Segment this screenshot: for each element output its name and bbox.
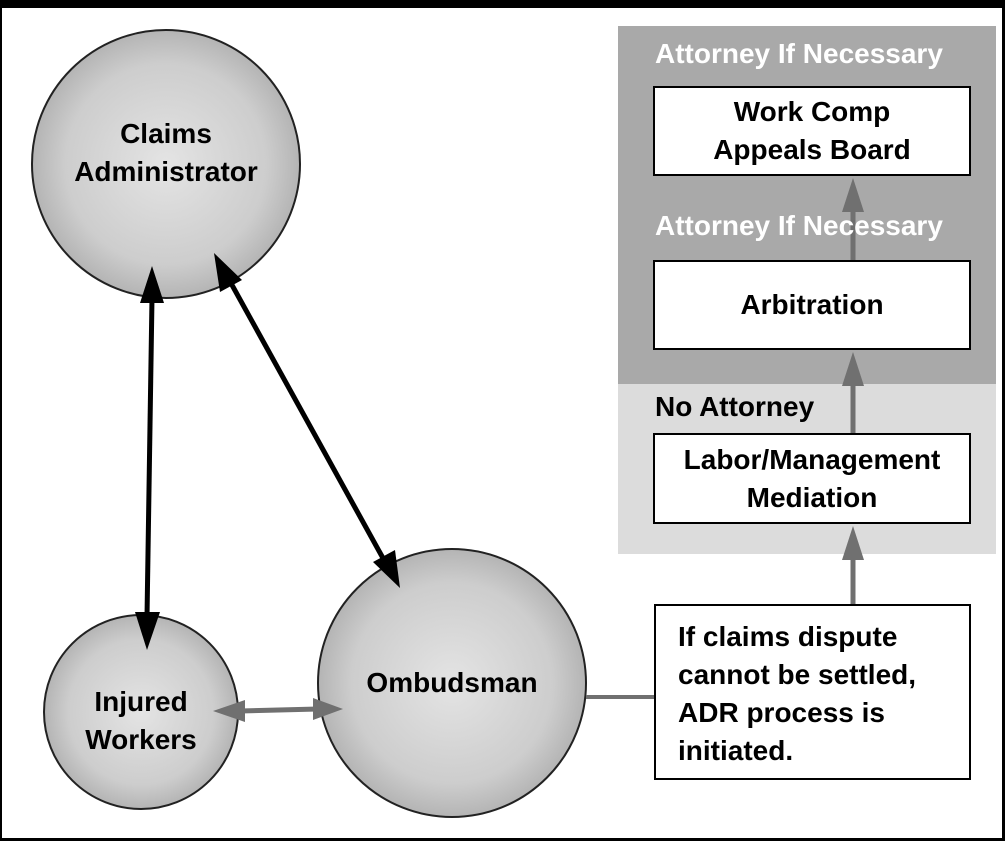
- no-attorney-label: No Attorney: [655, 391, 815, 422]
- claims-ombudsman-arrow: [214, 253, 400, 588]
- mediation-box: Labor/Management Mediation: [653, 433, 971, 524]
- claims-administrator-label: Claims Administrator: [74, 118, 258, 187]
- arbitration-box: Arbitration: [653, 260, 971, 350]
- attorney-if-necessary-label-top: Attorney If Necessary: [655, 38, 943, 69]
- ombudsman-circle: [317, 548, 587, 818]
- note-to-mediation-arrow: [842, 526, 864, 605]
- injured-ombudsman-arrow: [213, 698, 343, 722]
- adr-note-box: If claims dispute cannot be settled, ADR…: [654, 604, 971, 780]
- mediation-to-arbitration-arrow: [842, 352, 864, 435]
- arbitration-to-appeals-arrow: [842, 178, 864, 262]
- claims-injured-arrow: [135, 266, 164, 650]
- attorney-if-necessary-label-middle: Attorney If Necessary: [655, 210, 943, 241]
- appeals-board-box: Work Comp Appeals Board: [653, 86, 971, 176]
- claims-administrator-circle: [31, 29, 301, 299]
- ombudsman-label: Ombudsman: [366, 667, 538, 698]
- injured-workers-label: Injured Workers: [85, 686, 197, 755]
